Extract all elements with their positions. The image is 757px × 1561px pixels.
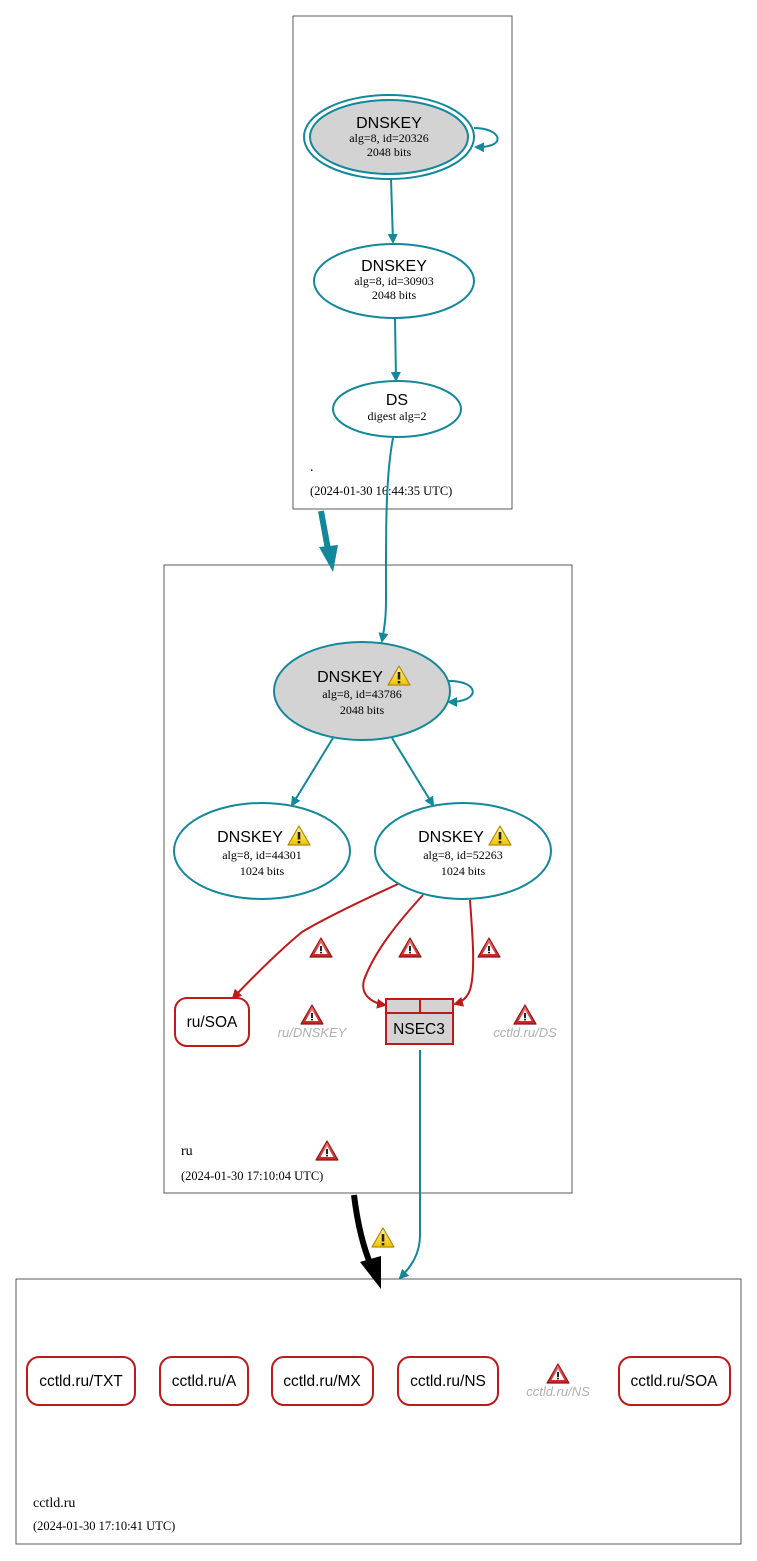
record-cctld-ns[interactable]: cctld.ru/NS xyxy=(397,1356,499,1406)
edge-root-zsk-ds xyxy=(390,317,401,382)
node-ru-soa-box xyxy=(174,997,250,1047)
record-cctld-soa-label: cctld.ru/SOA xyxy=(631,1373,719,1390)
node-ru-zsk2-line1: alg=8, id=52263 xyxy=(423,848,503,862)
node-ru-ksk[interactable]: DNSKEY alg=8, id=43786 2048 bits xyxy=(273,641,451,741)
record-cctld-soa[interactable]: cctld.ru/SOA xyxy=(618,1356,731,1406)
record-cctld-ns-box xyxy=(397,1356,499,1406)
node-root-zsk[interactable]: DNSKEY alg=8, id=30903 2048 bits xyxy=(313,243,475,319)
node-ru-ksk-ellipse xyxy=(273,641,451,741)
node-root-ksk-line2: 2048 bits xyxy=(367,145,412,159)
edge-nsec3-cctld xyxy=(398,1050,421,1280)
delegation-warning-icon xyxy=(371,1227,395,1248)
edge-root-ksk-self xyxy=(473,127,499,153)
node-ru-zsk2[interactable]: DNSKEY alg=8, id=52263 1024 bits xyxy=(374,802,552,900)
node-nsec3-box xyxy=(385,998,454,1045)
node-ru-zsk1-ellipse xyxy=(173,802,351,900)
zone-cctld-name: cctld.ru xyxy=(33,1496,75,1511)
node-root-ds-title: DS xyxy=(386,392,408,409)
edge-delegation-ru-cctld-head xyxy=(360,1256,381,1289)
zone-cctld-box xyxy=(15,1278,742,1545)
edge-delegation-root-ru-head xyxy=(319,545,338,572)
record-cctld-txt-box xyxy=(26,1356,136,1406)
record-cctld-soa-box xyxy=(618,1356,731,1406)
node-root-ds-line1: digest alg=2 xyxy=(367,409,426,423)
record-cctld-a-box xyxy=(159,1356,249,1406)
node-root-ds-ellipse xyxy=(332,380,462,438)
record-cctld-ns-label: cctld.ru/NS xyxy=(410,1373,486,1390)
node-root-ksk-title: DNSKEY xyxy=(356,115,422,132)
node-cctld-ns-ghost: cctld.ru/NS xyxy=(526,1363,590,1399)
record-cctld-a[interactable]: cctld.ru/A xyxy=(159,1356,249,1406)
edges xyxy=(231,127,499,1289)
node-root-zsk-ellipse xyxy=(313,243,475,319)
record-cctld-mx-box xyxy=(271,1356,374,1406)
node-ru-zsk2-ellipse xyxy=(374,802,552,900)
edge-ru-ksk-self xyxy=(446,679,474,707)
node-cctld-ns-ghost-label: cctld.ru/NS xyxy=(526,1384,590,1399)
node-ru-zsk2-title: DNSKEY xyxy=(418,829,484,846)
node-nsec3-label: NSEC3 xyxy=(393,1021,445,1038)
node-ru-soa-label: ru/SOA xyxy=(187,1014,238,1031)
edge-ru-ksk-zsk1 xyxy=(290,737,334,807)
zone-ru-name: ru xyxy=(181,1144,193,1159)
record-cctld-mx-label: cctld.ru/MX xyxy=(283,1373,361,1390)
node-ru-ksk-title: DNSKEY xyxy=(317,669,383,686)
node-nsec3[interactable]: NSEC3 xyxy=(385,998,454,1045)
node-ru-soa[interactable]: ru/SOA xyxy=(174,997,250,1047)
node-ru-zsk2-line2: 1024 bits xyxy=(441,864,486,878)
node-root-ds[interactable]: DS digest alg=2 xyxy=(332,380,462,438)
node-ru-dnskey-ghost-label: ru/DNSKEY xyxy=(278,1025,348,1040)
node-ru-ksk-line2: 2048 bits xyxy=(340,703,385,717)
edge-root-ksk-zsk xyxy=(387,178,398,244)
edge-zsk2-nsec3-left xyxy=(362,894,424,1009)
edge-ru-ksk-zsk2 xyxy=(391,737,435,807)
node-root-ksk-line1: alg=8, id=20326 xyxy=(349,131,429,145)
edge-delegation-ru-cctld xyxy=(351,1194,375,1270)
record-cctld-a-label: cctld.ru/A xyxy=(172,1373,237,1390)
node-ru-zsk1-title: DNSKEY xyxy=(217,829,283,846)
zone-root-timestamp: (2024-01-30 16:44:35 UTC) xyxy=(310,484,452,498)
node-root-zsk-line1: alg=8, id=30903 xyxy=(354,274,434,288)
node-ru-zsk1-line1: alg=8, id=44301 xyxy=(222,848,302,862)
node-cctld-ds-ghost-label: cctld.ru/DS xyxy=(493,1025,557,1040)
node-ru-zsk1-line2: 1024 bits xyxy=(240,864,285,878)
node-root-ksk-inner xyxy=(309,99,469,175)
zone-cctld-timestamp: (2024-01-30 17:10:41 UTC) xyxy=(33,1519,175,1533)
node-root-zsk-line2: 2048 bits xyxy=(372,288,417,302)
node-root-ksk[interactable]: DNSKEY alg=8, id=20326 2048 bits xyxy=(303,94,475,180)
record-cctld-txt[interactable]: cctld.ru/TXT xyxy=(26,1356,136,1406)
node-root-zsk-title: DNSKEY xyxy=(361,258,427,275)
edge-zsk2-nsec3-right xyxy=(453,899,475,1007)
record-cctld-txt-label: cctld.ru/TXT xyxy=(39,1373,123,1390)
node-ru-dnskey-ghost: ru/DNSKEY xyxy=(278,1004,348,1040)
zone-cctld: cctld.ru (2024-01-30 17:10:41 UTC) xyxy=(15,1278,742,1545)
node-ru-zsk1[interactable]: DNSKEY alg=8, id=44301 1024 bits xyxy=(173,802,351,900)
edge-zsk2-soa xyxy=(231,883,399,1000)
zone-root-name: . xyxy=(310,460,314,475)
node-cctld-ds-ghost: cctld.ru/DS xyxy=(493,1004,557,1040)
node-ru-ksk-line1: alg=8, id=43786 xyxy=(322,687,402,701)
zone-ru-timestamp: (2024-01-30 17:10:04 UTC) xyxy=(181,1169,323,1183)
record-cctld-mx[interactable]: cctld.ru/MX xyxy=(271,1356,374,1406)
edge-ds-ru-ksk xyxy=(378,437,394,643)
